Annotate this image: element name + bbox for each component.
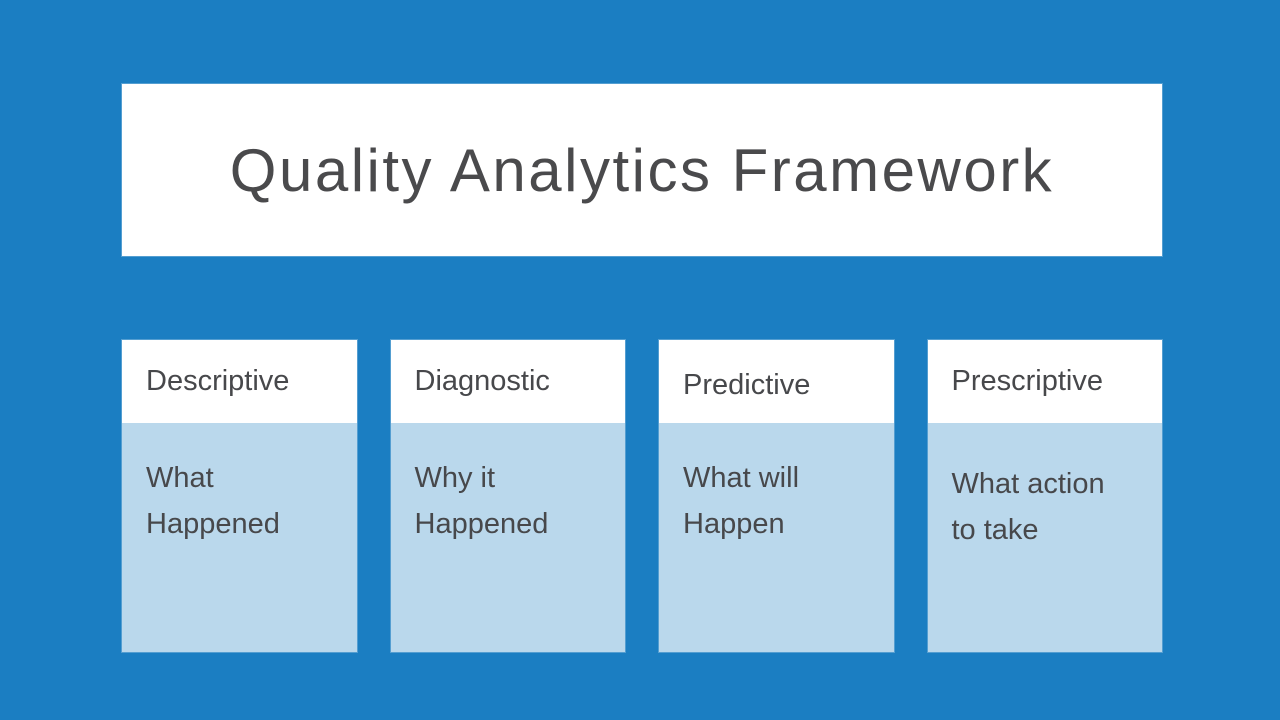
description-line: Happen bbox=[683, 508, 785, 540]
description-line: What action bbox=[951, 468, 1105, 500]
description-line: What will bbox=[683, 462, 800, 494]
title-banner: Quality Analytics Framework bbox=[122, 84, 1162, 256]
card-prescriptive: Prescriptive What action to take bbox=[927, 340, 1162, 652]
card-header: Descriptive bbox=[122, 340, 357, 423]
card-header: Diagnostic bbox=[390, 340, 625, 423]
card-description: What will Happen bbox=[683, 455, 876, 547]
card-predictive: Predictive What will Happen bbox=[659, 340, 894, 652]
description-line: Happened bbox=[146, 508, 280, 540]
description-line: What bbox=[146, 462, 214, 494]
analytics-cards-row: Descriptive What Happened Diagnostic Why… bbox=[122, 340, 1162, 652]
card-title: Prescriptive bbox=[951, 365, 1104, 397]
description-line: Why it bbox=[414, 462, 496, 494]
slide-title: Quality Analytics Framework bbox=[229, 136, 1055, 204]
card-header: Prescriptive bbox=[927, 340, 1162, 423]
card-description: What action to take bbox=[952, 461, 1145, 553]
description-line: to take bbox=[951, 514, 1039, 546]
card-title: Descriptive bbox=[146, 365, 290, 397]
card-title: Predictive bbox=[683, 369, 811, 401]
card-body: What Happened bbox=[122, 423, 357, 652]
description-line: Happened bbox=[414, 508, 549, 540]
card-title: Diagnostic bbox=[414, 365, 550, 397]
card-description: What Happened bbox=[146, 455, 339, 547]
card-header: Predictive bbox=[659, 340, 894, 423]
card-diagnostic: Diagnostic Why it Happened bbox=[390, 340, 625, 652]
card-descriptive: Descriptive What Happened bbox=[122, 340, 357, 652]
card-body: Why it Happened bbox=[390, 423, 625, 652]
card-body: What will Happen bbox=[659, 423, 894, 652]
card-body: What action to take bbox=[927, 423, 1162, 652]
card-description: Why it Happened bbox=[415, 455, 608, 547]
